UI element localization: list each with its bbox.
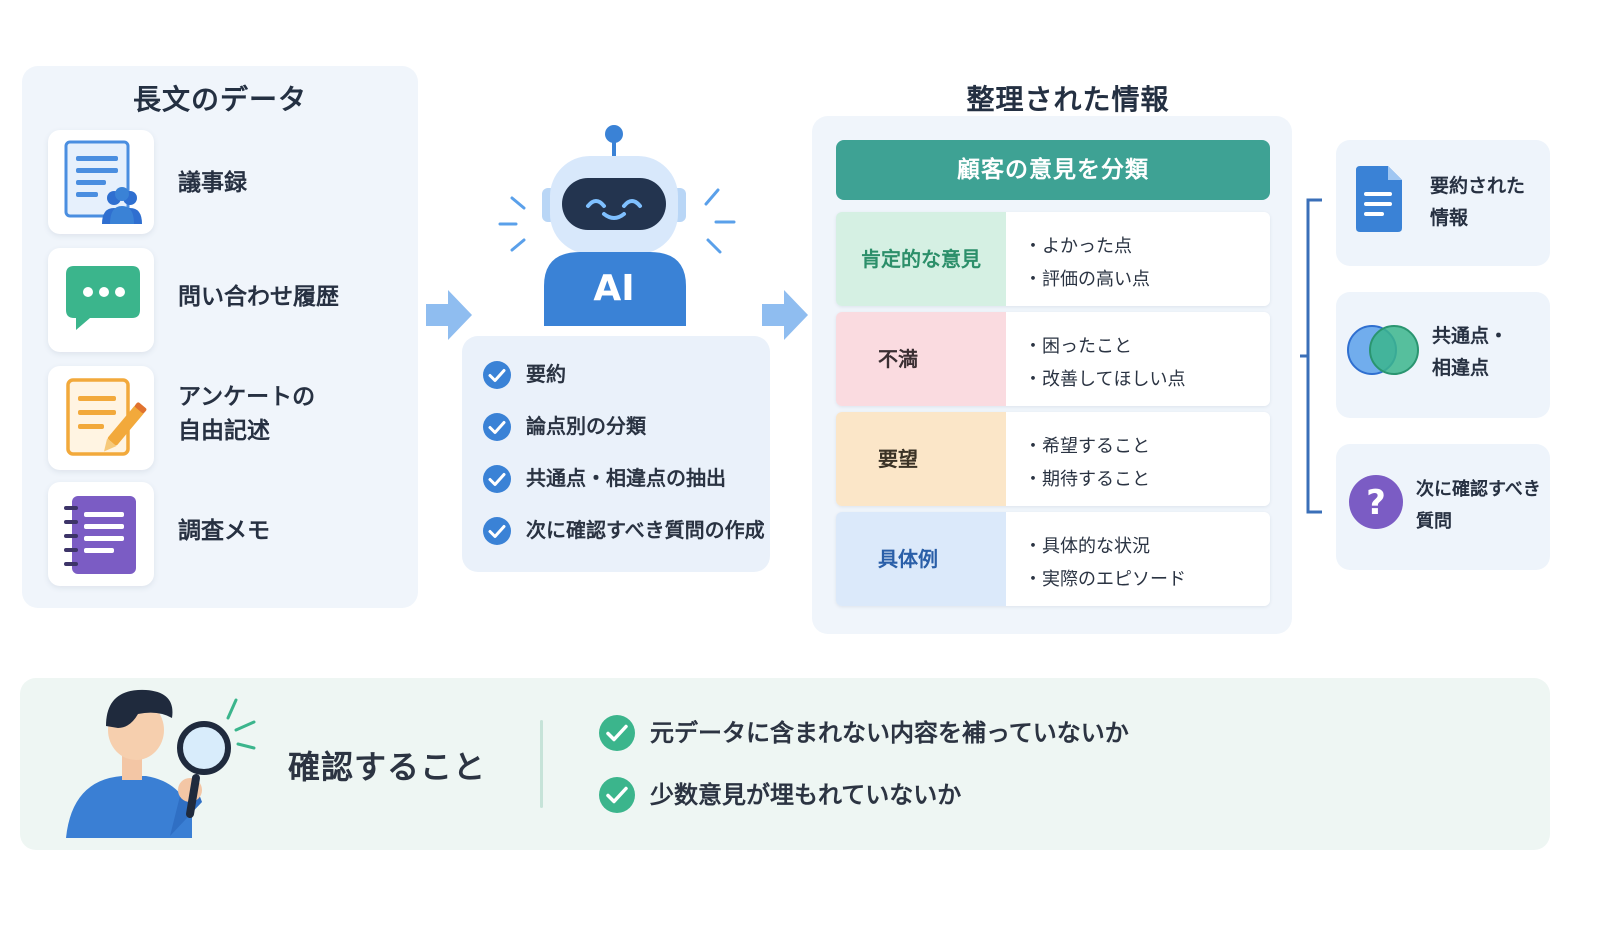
check-circle-icon <box>483 361 511 389</box>
survey-label-text: アンケートの 自由記述 <box>178 384 316 444</box>
bracket-connector <box>1300 198 1322 514</box>
ai-badge: AI <box>593 268 635 309</box>
category-label: 要望 <box>836 412 1006 506</box>
category-label: 肯定的な意見 <box>836 212 1006 306</box>
category-row: 肯定的な意見 ・よかった点 ・評価の高い点 <box>836 212 1270 306</box>
classification-header: 顧客の意見を分類 <box>836 140 1270 200</box>
output-card-questions: ? 次に確認すべき 質問 <box>1336 444 1550 570</box>
category-item: ・実際のエピソード <box>1024 569 1186 590</box>
category-label: 具体例 <box>836 512 1006 606</box>
task-label: 共通点・相違点の抽出 <box>526 466 726 490</box>
task-label: 要約 <box>526 362 566 386</box>
source-data-title: 長文のデータ <box>132 83 307 116</box>
category-item: ・評価の高い点 <box>1024 269 1150 290</box>
check-circle-icon <box>483 413 511 441</box>
category-items: ・希望すること ・期待すること <box>1006 412 1270 506</box>
source-item-label: アンケートの 自由記述 <box>178 380 315 448</box>
document-icon <box>1356 166 1402 232</box>
output-card-summary: 要約された 情報 <box>1336 140 1550 266</box>
notebook-icon <box>64 496 136 574</box>
category-row: 具体例 ・具体的な状況 ・実際のエピソード <box>836 512 1270 606</box>
venn-diagram-icon <box>1347 325 1419 375</box>
arrow-right-icon <box>760 288 810 342</box>
check-circle-icon <box>599 777 635 813</box>
minutes-document-icon <box>64 140 142 224</box>
ai-task-panel <box>462 336 770 572</box>
source-item-label: 問い合わせ履歴 <box>178 284 339 310</box>
survey-card <box>48 366 154 470</box>
check-circle-icon <box>483 517 511 545</box>
person-magnifier-icon <box>66 689 256 838</box>
source-item-label: 調査メモ <box>178 518 270 544</box>
divider <box>540 720 543 808</box>
category-item: ・困ったこと <box>1024 336 1132 357</box>
category-item: ・具体的な状況 <box>1024 536 1150 557</box>
inquiry-history-card <box>48 248 154 352</box>
category-row: 要望 ・希望すること ・期待すること <box>836 412 1270 506</box>
source-item-label: 議事録 <box>178 170 247 196</box>
output-label: 次に確認すべき 質問 <box>1416 479 1541 532</box>
category-row: 不満 ・困ったこと ・改善してほしい点 <box>836 312 1270 406</box>
category-item: ・改善してほしい点 <box>1024 369 1186 390</box>
category-item: ・希望すること <box>1024 436 1150 457</box>
question-icon: ? <box>1349 475 1403 529</box>
check-circle-icon <box>483 465 511 493</box>
category-items: ・よかった点 ・評価の高い点 <box>1006 212 1270 306</box>
chat-bubble-icon <box>66 266 140 330</box>
arrow-right-icon <box>424 288 474 342</box>
check-circle-icon <box>599 715 635 751</box>
ai-robot-icon <box>498 125 736 326</box>
category-items: ・困ったこと ・改善してほしい点 <box>1006 312 1270 406</box>
check-panel <box>20 678 1550 850</box>
check-item-text: 少数意見が埋もれていないか <box>650 781 962 809</box>
task-label: 次に確認すべき質問の作成 <box>526 518 765 542</box>
category-items: ・具体的な状況 ・実際のエピソード <box>1006 512 1270 606</box>
svg-text:?: ? <box>1366 483 1386 523</box>
check-title: 確認すること <box>288 748 487 786</box>
task-label: 論点別の分類 <box>526 414 646 438</box>
output-label: 要約された 情報 <box>1430 175 1526 229</box>
minutes-card <box>48 130 154 234</box>
survey-form-icon <box>66 378 147 456</box>
check-item-text: 元データに含まれない内容を補っていないか <box>650 719 1129 747</box>
output-label: 共通点・ 相違点 <box>1432 325 1509 379</box>
category-label: 不満 <box>836 312 1006 406</box>
category-item: ・期待すること <box>1024 469 1150 490</box>
organized-info-title: 整理された情報 <box>966 83 1170 116</box>
research-memo-card <box>48 482 154 586</box>
output-card-common-diff: 共通点・ 相違点 <box>1336 292 1550 418</box>
category-item: ・よかった点 <box>1024 236 1132 257</box>
